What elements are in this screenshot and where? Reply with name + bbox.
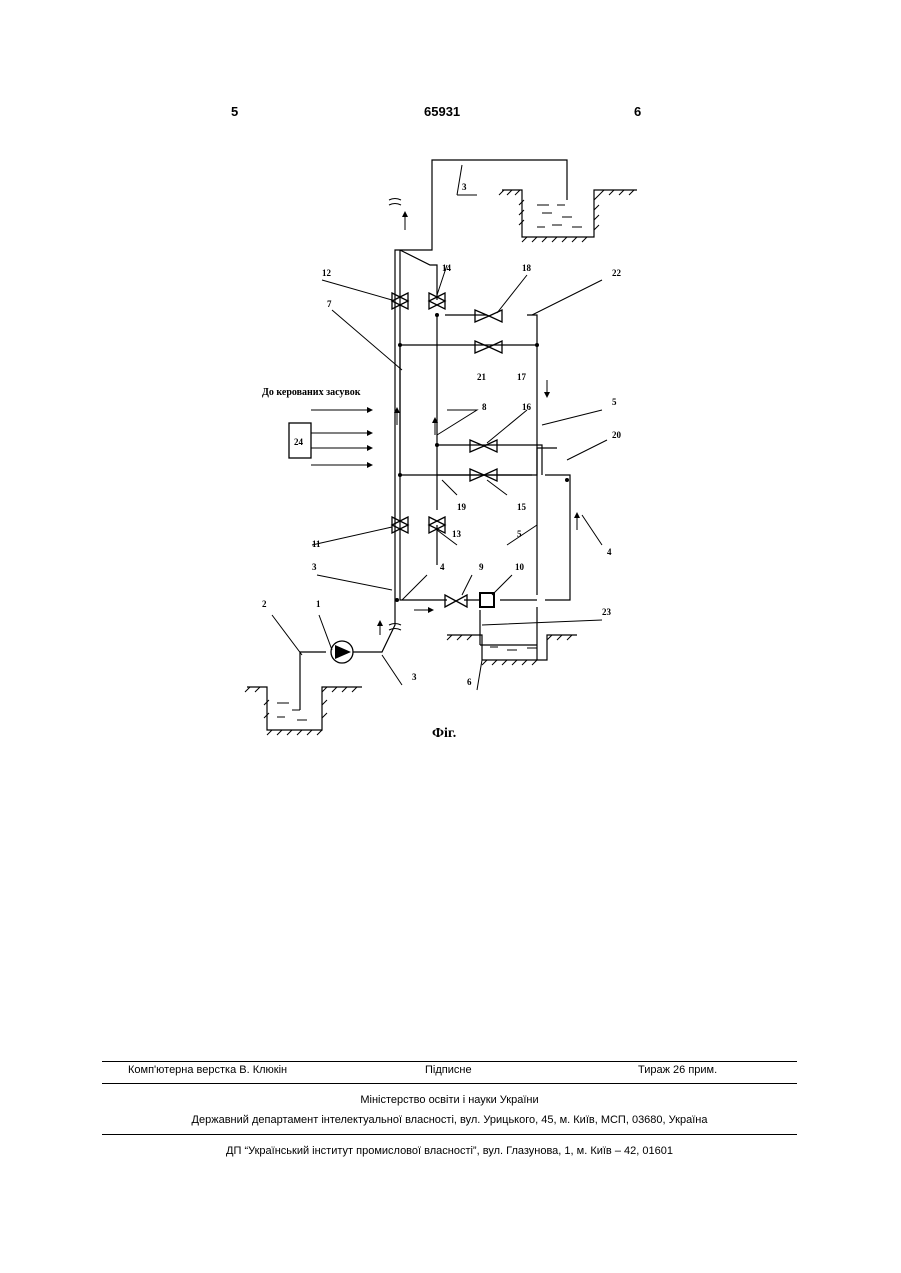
- label-13: 13: [452, 529, 462, 539]
- part-labels: 3 12 7 14 18 22 21 17 8 16 5 20 19 15 11…: [262, 182, 622, 741]
- label-19: 19: [457, 502, 467, 512]
- label-21: 21: [477, 372, 487, 382]
- leader-lines: [272, 165, 607, 690]
- footer-department: Державний департамент інтелектуальної вл…: [102, 1114, 797, 1126]
- footer-institute: ДП “Український інститут промислової вла…: [102, 1145, 797, 1157]
- footer-bottom-rule: [102, 1134, 797, 1135]
- label-14: 14: [442, 263, 452, 273]
- label-5-top: 5: [612, 397, 617, 407]
- valves: [392, 293, 502, 607]
- valve-9: [445, 595, 467, 607]
- left-page-number: 5: [231, 104, 238, 119]
- label-11: 11: [312, 539, 321, 549]
- patent-number: 65931: [424, 104, 460, 119]
- footer-top-rule: [102, 1061, 797, 1062]
- main-pipeline: [300, 160, 567, 710]
- footer-mid-rule: [102, 1083, 797, 1084]
- right-page-number: 6: [634, 104, 641, 119]
- control-outputs-caption: До керованих засувок: [262, 387, 361, 398]
- label-12: 12: [322, 268, 332, 278]
- label-7: 7: [327, 299, 332, 309]
- label-9: 9: [479, 562, 484, 572]
- valve-16: [470, 440, 497, 452]
- label-3-mid: 3: [312, 562, 317, 572]
- footer-layout-credit: Комп'ютерна верстка В. Клюкін: [128, 1064, 287, 1076]
- footer-ministry: Міністерство освіти і науки України: [102, 1094, 797, 1106]
- pipeline-diagram: 24 До керованих засувок 3: [232, 155, 652, 750]
- label-8: 8: [482, 402, 487, 412]
- label-17: 17: [517, 372, 527, 382]
- label-10: 10: [515, 562, 525, 572]
- footer-signed: Підписне: [425, 1064, 472, 1076]
- valve-17: [475, 341, 502, 353]
- label-4-right: 4: [607, 547, 612, 557]
- label-5-mid: 5: [517, 529, 522, 539]
- label-23: 23: [602, 607, 612, 617]
- label-2: 2: [262, 599, 267, 609]
- label-6: 6: [467, 677, 472, 687]
- control-unit-label: 24: [294, 437, 304, 447]
- footer-copies: Тираж 26 прим.: [638, 1064, 717, 1076]
- label-4-mid: 4: [440, 562, 445, 572]
- figure-caption: Фіг.: [432, 726, 456, 741]
- label-20: 20: [612, 430, 622, 440]
- label-3-top: 3: [462, 182, 467, 192]
- control-unit: 24 До керованих засувок: [262, 387, 373, 468]
- device-10: [480, 593, 494, 607]
- label-1: 1: [316, 599, 321, 609]
- label-15: 15: [517, 502, 527, 512]
- upper-reservoir: [499, 190, 637, 242]
- drain-reservoir: [447, 635, 577, 665]
- label-18: 18: [522, 263, 532, 273]
- label-22: 22: [612, 268, 622, 278]
- source-reservoir: [245, 687, 362, 735]
- label-16: 16: [522, 402, 532, 412]
- label-3-bottom: 3: [412, 672, 417, 682]
